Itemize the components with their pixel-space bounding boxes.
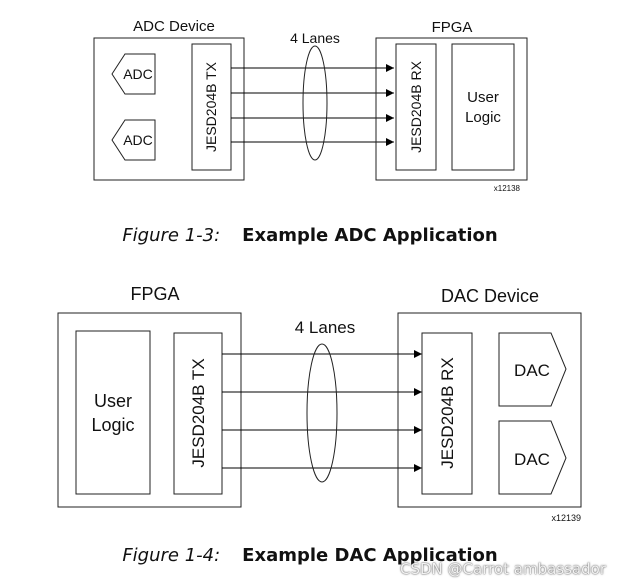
lane-arrows (231, 64, 394, 146)
fpga-box (375, 37, 528, 181)
user-logic-label-line1: User (467, 89, 499, 106)
jesd204b-rx-box (395, 43, 437, 171)
caption-number: Figure 1-4: (122, 545, 221, 566)
adc-block-1-label: ADC (123, 66, 153, 82)
fpga-title: FPGA (432, 19, 473, 36)
jesd204b-tx-label: JESD204B TX (203, 61, 219, 152)
adc-block-1 (111, 53, 156, 95)
dac-block-1-label: DAC (514, 361, 550, 380)
dac-device-title: DAC Device (441, 286, 539, 306)
figure-caption-2: Figure 1-4: Example DAC Application (0, 545, 620, 566)
jesd204b-tx-box (191, 43, 232, 171)
dac-device-box (397, 312, 582, 508)
jesd204b-tx-label: JESD204B TX (189, 358, 208, 467)
figure-dac-application: FPGA User Logic JESD204B TX 4 Lanes DAC … (57, 284, 582, 523)
lane-arrows (222, 350, 422, 472)
user-logic-label-line2: Logic (91, 415, 134, 435)
jesd204b-rx-label: JESD204B RX (408, 60, 424, 152)
lanes-ellipse (306, 343, 338, 483)
adc-device-box (93, 37, 245, 181)
user-logic-box (75, 330, 151, 495)
fpga-title: FPGA (130, 284, 179, 304)
dac-block-2 (498, 420, 567, 495)
adc-block-2 (111, 119, 156, 161)
dac-block-1 (498, 332, 567, 407)
user-logic-box (451, 43, 515, 171)
fpga-box (57, 312, 242, 508)
watermark: CSDN @Carrot ambassador (400, 560, 606, 578)
caption-title: Example DAC Application (242, 545, 498, 566)
user-logic-label-line2: Logic (465, 109, 501, 126)
jesd204b-rx-label: JESD204B RX (438, 357, 457, 469)
adc-device-title: ADC Device (133, 18, 215, 35)
adc-block-2-label: ADC (123, 132, 153, 148)
jesd204b-tx-box (173, 332, 223, 495)
user-logic-label-line1: User (94, 391, 132, 411)
lanes-label: 4 Lanes (290, 30, 340, 46)
figure-code: x12138 (494, 184, 521, 193)
lanes-ellipse (302, 45, 328, 161)
dac-block-2-label: DAC (514, 450, 550, 469)
jesd204b-rx-box (421, 332, 473, 495)
figure-adc-application: ADC Device ADC ADC JESD204B TX 4 Lanes F… (93, 18, 528, 193)
lanes-label: 4 Lanes (295, 318, 356, 337)
caption-number: Figure 1-3: (122, 225, 221, 246)
figure-caption-1: Figure 1-3: Example ADC Application (0, 225, 620, 246)
caption-title: Example ADC Application (242, 225, 498, 246)
figure-code: x12139 (551, 513, 581, 523)
